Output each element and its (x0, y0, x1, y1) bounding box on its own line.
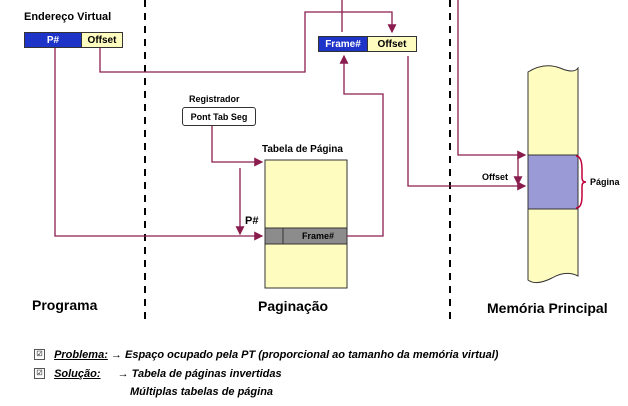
frame-to-memory-line (457, 0, 527, 160)
physical-offset-field: Offset (367, 36, 417, 52)
register-box: Pont Tab Seg (182, 107, 256, 126)
page-table-index-label: P# (245, 215, 259, 227)
page-brace (575, 155, 587, 209)
section-paging: Paginação (258, 298, 329, 314)
physical-frame-field: Frame# (318, 36, 368, 52)
p-index-line (54, 46, 264, 241)
section-main-memory: Memória Principal (487, 300, 608, 316)
page-table-body (264, 159, 348, 289)
checkbox-icon: ☑ (34, 348, 45, 360)
register-line (211, 126, 264, 167)
problem-text: Espaço ocupado pela PT (proporcional ao … (124, 349, 499, 361)
virtual-page-field: P# (24, 32, 82, 48)
section-program: Programa (32, 297, 98, 313)
problem-note: ☑ Problema: → Espaço ocupado pela PT (pr… (34, 348, 499, 361)
offset-to-memory-line (407, 56, 527, 191)
solution-note-2: Múltiplas tabelas de página (130, 386, 274, 398)
virtual-offset-field: Offset (81, 32, 123, 48)
memory-page-label: Página (590, 177, 620, 187)
solution-note: ☑ Solução: → Tabela de páginas invertida… (34, 367, 282, 380)
arrow-icon: → (117, 368, 129, 380)
problem-label: Problema: (54, 349, 108, 361)
checkbox-icon: ☑ (34, 367, 45, 379)
solution-line-1: Tabela de páginas invertidas (131, 368, 282, 380)
virtual-address-title: Endereço Virtual (24, 11, 112, 23)
memory-page-block (527, 154, 579, 210)
page-table-frame-label: Frame# (302, 231, 335, 241)
page-table-title: Tabela de Página (262, 144, 343, 155)
offset-line (99, 11, 397, 73)
memory-offset-label: Offset (482, 172, 509, 182)
frame-line (339, 54, 384, 237)
register-title: Registrador (189, 94, 240, 104)
arrow-icon: → (110, 349, 122, 361)
solution-label: Solução: (54, 368, 101, 380)
